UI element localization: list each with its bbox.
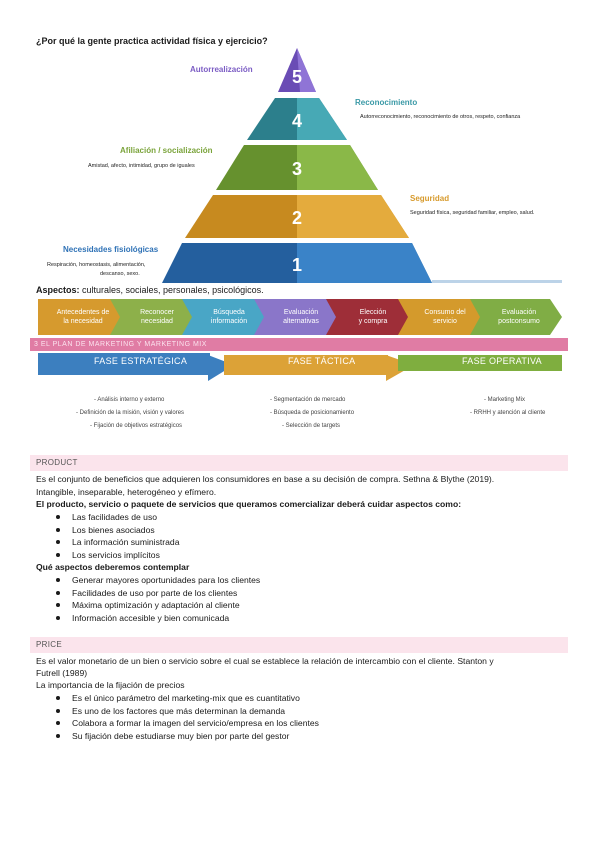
process-step-4-shape xyxy=(254,299,344,335)
pyramid-number-4: 4 xyxy=(292,111,302,131)
level-4-title: Reconocimiento xyxy=(355,98,418,107)
level-2-desc: Seguridad física, seguridad familiar, em… xyxy=(410,210,535,216)
tactical-item: Selección de targets xyxy=(282,420,354,433)
phase-tactical-label: FASE TÁCTICA xyxy=(288,356,356,366)
list-item: Su fijación debe estudiarse muy bien por… xyxy=(56,730,319,743)
product-aspects-intro: El producto, servicio o paquete de servi… xyxy=(36,499,462,509)
aspects-label: Aspectos: xyxy=(36,285,80,295)
level-1-desc-1: Respiración, homeostasis, alimentación, xyxy=(47,262,146,268)
price-importance-heading: La importancia de la fijación de precios xyxy=(36,680,185,690)
marketing-phases: FASE ESTRATÉGICA FASE TÁCTICA FASE OPERA… xyxy=(38,353,562,383)
process-step-6-shape xyxy=(398,299,488,335)
list-item: Las facilidades de uso xyxy=(56,511,179,524)
level-3-title: Afiliación / socialización xyxy=(120,146,213,155)
tactical-item: Segmentación de mercado xyxy=(270,394,354,407)
product-aspects-list: Las facilidades de uso Los bienes asocia… xyxy=(56,511,179,561)
list-item: Los servicios implícitos xyxy=(56,549,179,562)
list-item: Generar mayores oportunidades para los c… xyxy=(56,574,260,587)
aspects-line: Aspectos: culturales, sociales, personal… xyxy=(36,285,264,295)
tactical-items: Segmentación de mercado Búsqueda de posi… xyxy=(270,394,354,433)
pyramid-number-3: 3 xyxy=(292,159,302,179)
operative-item: Marketing Mix xyxy=(484,394,545,407)
product-heading: PRODUCT xyxy=(30,455,568,471)
product-contemplate-heading: Qué aspectos deberemos contemplar xyxy=(36,562,190,572)
process-step-3-shape xyxy=(182,299,272,335)
list-item: Los bienes asociados xyxy=(56,524,179,537)
level-4-desc: Autorreconocimiento, reconocimiento de o… xyxy=(360,114,521,120)
price-importance-list: Es el único parámetro del marketing-mix … xyxy=(56,692,319,742)
strategic-item: Definición de la misión, visión y valore… xyxy=(76,407,184,420)
phase-operative-arrow xyxy=(398,355,562,371)
list-item: Información accesible y bien comunicada xyxy=(56,612,260,625)
question-title: ¿Por qué la gente practica actividad fís… xyxy=(36,36,268,46)
level-5-title: Autorrealización xyxy=(190,65,253,74)
pyramid-number-5: 5 xyxy=(292,67,302,87)
process-step-1-shape xyxy=(38,299,128,335)
level-1-desc-2: descanso, sexo. xyxy=(100,271,140,277)
process-step-5-shape xyxy=(326,299,416,335)
level-1-title: Necesidades fisiológicas xyxy=(63,245,159,254)
price-definition: Es el valor monetario de un bien o servi… xyxy=(36,656,494,666)
pyramid-number-2: 2 xyxy=(292,208,302,228)
aspects-text: culturales, sociales, personales, psicol… xyxy=(79,285,264,295)
operative-items: Marketing Mix RRHH y atención al cliente xyxy=(470,394,546,420)
pyramid-number-1: 1 xyxy=(292,255,302,275)
phase-tactical-arrow xyxy=(224,355,388,375)
process-step-2-shape xyxy=(110,299,200,335)
product-contemplate-list: Generar mayores oportunidades para los c… xyxy=(56,574,260,624)
list-item: Facilidades de uso por parte de los clie… xyxy=(56,587,260,600)
tactical-item: Búsqueda de posicionamiento xyxy=(270,407,354,420)
list-item: Máxima optimización y adaptación al clie… xyxy=(56,599,260,612)
price-definition-cont: Futrell (1989) xyxy=(36,668,88,678)
list-item: Es uno de los factores que más determina… xyxy=(56,705,319,718)
product-characteristics: Intangible, inseparable, heterogéneo y e… xyxy=(36,487,217,497)
list-item: La información suministrada xyxy=(56,536,179,549)
list-item: Es el único parámetro del marketing-mix … xyxy=(56,692,319,705)
price-heading: PRICE xyxy=(30,637,568,653)
strategic-item: Fijación de objetivos estratégicos xyxy=(90,420,184,433)
motivation-pyramid: 5 4 3 2 1 Autorrealización Reconocimient… xyxy=(0,0,599,300)
operative-item: RRHH y atención al cliente xyxy=(470,407,546,420)
strategic-items: Análisis interno y externo Definición de… xyxy=(80,394,184,433)
phase-strategic-label: FASE ESTRATÉGICA xyxy=(94,356,188,366)
level-3-desc: Amistad, afecto, intimidad, grupo de igu… xyxy=(88,163,195,169)
process-step-7-shape xyxy=(470,299,562,335)
product-definition: Es el conjunto de beneficios que adquier… xyxy=(36,474,495,484)
list-item: Colabora a formar la imagen del servicio… xyxy=(56,717,319,730)
strategic-item: Análisis interno y externo xyxy=(94,394,184,407)
phase-operative-label: FASE OPERATIVA xyxy=(462,356,542,366)
level-2-title: Seguridad xyxy=(410,194,450,203)
plan-banner: 3 EL PLAN DE MARKETING Y MARKETING MIX xyxy=(30,338,568,351)
